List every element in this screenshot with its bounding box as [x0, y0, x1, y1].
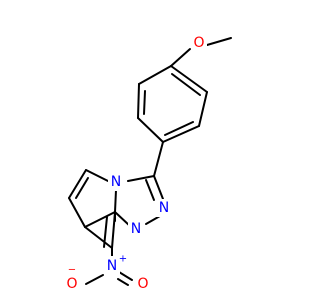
bond: [170, 48, 191, 67]
atom-label-n: N: [159, 200, 169, 216]
bond: [114, 211, 131, 227]
bond: [170, 65, 208, 93]
bond: [84, 211, 116, 228]
bond: [103, 216, 108, 248]
bond: [75, 177, 89, 199]
bond: [68, 169, 87, 199]
atom-o-nitro-minus: O −: [64, 265, 80, 293]
bond: [153, 141, 164, 177]
bond: [68, 197, 86, 228]
bond: [137, 117, 164, 143]
atom-label-n: N: [107, 258, 117, 274]
atom-n-nitro: N +: [104, 254, 127, 274]
bond: [138, 65, 172, 85]
bond: [162, 125, 200, 143]
bond: [85, 169, 109, 182]
atom-charge-minus: −: [68, 265, 76, 276]
atom-o-nitro: O: [135, 275, 151, 293]
bond: [164, 121, 194, 136]
atom-n1: N: [128, 220, 144, 238]
bond-group: [68, 37, 232, 286]
bond: [114, 189, 117, 213]
atom-label-o: O: [137, 276, 148, 292]
atom-label-n: N: [131, 221, 141, 237]
bond: [145, 179, 155, 201]
bond: [145, 215, 161, 225]
atom-label-o: O: [193, 35, 204, 51]
bond: [85, 274, 104, 285]
molecule-structure-diagram: O N N N N + O − O: [64, 34, 232, 293]
atom-n4: N: [108, 173, 124, 191]
bond: [118, 271, 133, 281]
bond: [153, 175, 164, 200]
atom-o-methoxy: O: [191, 34, 207, 52]
atom-label-o: O: [66, 276, 77, 292]
bond: [171, 73, 201, 96]
atom-n2: N: [156, 199, 172, 217]
atom-charge-plus: +: [119, 254, 127, 265]
bond: [117, 278, 129, 286]
bond: [143, 90, 146, 115]
bond: [127, 175, 155, 182]
bond: [111, 211, 116, 249]
atom-label-n: N: [111, 174, 121, 190]
bond: [198, 91, 208, 127]
bond: [206, 37, 232, 46]
bond: [137, 83, 140, 119]
atom-label-group: O N N N N + O − O: [64, 34, 207, 293]
bond: [84, 226, 113, 249]
